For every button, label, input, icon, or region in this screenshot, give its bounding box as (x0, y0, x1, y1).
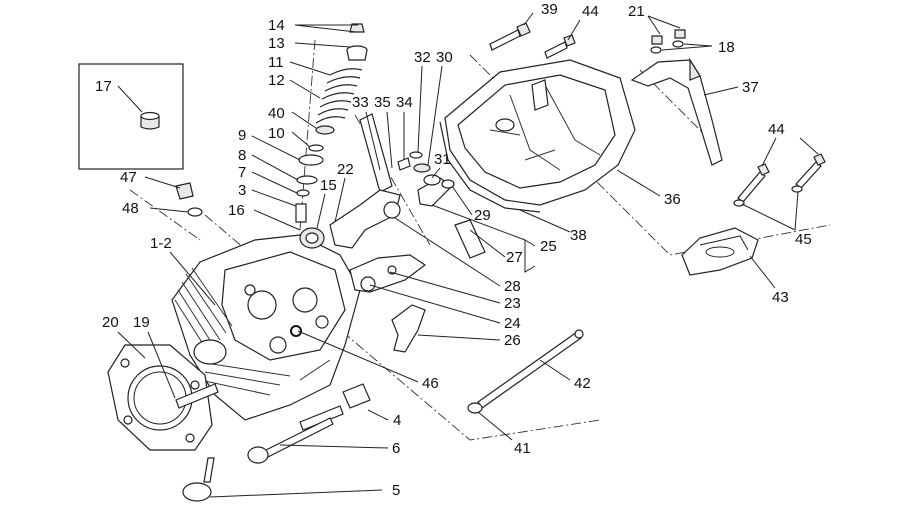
label-34: 34 (396, 94, 413, 111)
part-18-washers (650, 40, 684, 54)
inset-box (78, 63, 184, 170)
part-27-pin (454, 219, 486, 259)
label-18: 18 (718, 39, 735, 56)
label-21: 21 (628, 3, 645, 20)
label-37: 37 (742, 79, 759, 96)
label-32: 32 (414, 49, 431, 66)
label-43: 43 (772, 289, 789, 306)
label-46: 46 (422, 375, 439, 392)
label-42: 42 (574, 375, 591, 392)
label-44-right: 44 (768, 121, 785, 138)
label-8: 8 (238, 147, 246, 164)
label-17: 17 (95, 78, 112, 95)
part-5-valve (182, 457, 215, 502)
label-23: 23 (504, 295, 521, 312)
part-41-washer (467, 402, 483, 414)
label-5: 5 (392, 482, 400, 499)
label-22: 22 (337, 161, 354, 178)
label-15: 15 (320, 177, 337, 194)
part-42-pushrod (477, 329, 584, 409)
label-38: 38 (570, 227, 587, 244)
label-29: 29 (474, 207, 491, 224)
part-47-plug (175, 182, 194, 200)
label-27: 27 (506, 249, 523, 266)
label-6: 6 (392, 440, 400, 457)
part-1-2-cylinder-head (171, 234, 361, 421)
label-13: 13 (268, 35, 285, 52)
label-39: 39 (541, 1, 558, 18)
label-30: 30 (436, 49, 453, 66)
part-4-valve-guide (299, 383, 371, 431)
label-41: 41 (514, 440, 531, 457)
label-1-2: 1-2 (150, 235, 172, 252)
part-48-washer (187, 207, 203, 217)
leader-lines (117, 12, 819, 498)
rocker-assembly (329, 113, 486, 293)
part-19-stud (175, 383, 219, 409)
label-3: 3 (238, 182, 246, 199)
label-48: 48 (122, 200, 139, 217)
part-17-cap (140, 111, 160, 130)
part-15-seal (299, 227, 325, 249)
label-24: 24 (504, 315, 521, 332)
label-36: 36 (664, 191, 681, 208)
part-20-gasket (107, 344, 213, 451)
label-28: 28 (504, 278, 521, 295)
part-45-washers (733, 185, 803, 207)
part-44-bolts-right (737, 153, 826, 203)
part-6-valve (247, 417, 334, 464)
part-43-side-cover (681, 227, 759, 276)
label-31: 31 (434, 151, 451, 168)
label-16: 16 (228, 202, 245, 219)
part-38-gasket (439, 121, 541, 213)
part-21-screws (651, 29, 686, 45)
callout-labels: 14 13 11 12 40 10 9 8 7 3 16 15 22 17 47… (95, 1, 812, 499)
label-33: 33 (352, 94, 369, 111)
label-45: 45 (795, 231, 812, 248)
part-26-bracket (391, 304, 426, 353)
label-25: 25 (540, 238, 557, 255)
label-35: 35 (374, 94, 391, 111)
label-40: 40 (268, 105, 285, 122)
label-10: 10 (268, 125, 285, 142)
label-9: 9 (238, 127, 246, 144)
label-26: 26 (504, 332, 521, 349)
label-20: 20 (102, 314, 119, 331)
label-11: 11 (268, 54, 284, 71)
part-46-o-ring (290, 325, 302, 337)
label-7: 7 (238, 164, 246, 181)
label-12: 12 (268, 72, 285, 89)
part-39-bolt (489, 22, 531, 51)
label-4: 4 (393, 412, 401, 429)
part-37-bracket (630, 57, 723, 166)
part-36-rocker-cover (444, 59, 636, 206)
label-44-top: 44 (582, 3, 599, 20)
label-47: 47 (120, 169, 137, 186)
label-14: 14 (268, 17, 285, 34)
part-44-bolt-upper (544, 34, 576, 59)
part-11-outer-spring (315, 68, 363, 124)
label-19: 19 (133, 314, 150, 331)
